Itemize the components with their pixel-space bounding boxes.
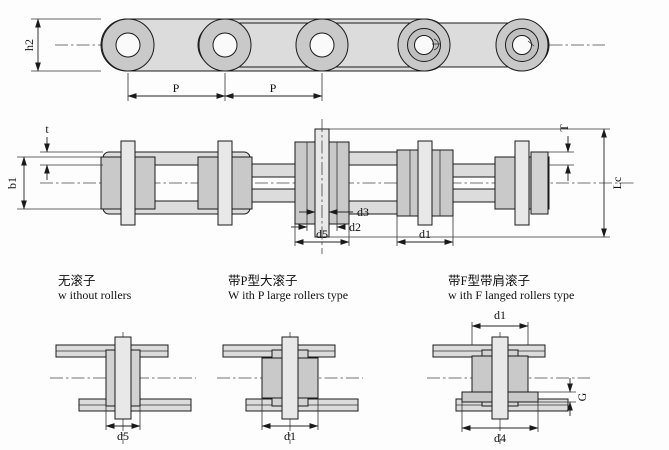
pin-hole — [414, 35, 434, 55]
dim-label-p-right: P — [270, 81, 277, 95]
variant1-title-en: w ithout rollers — [58, 288, 132, 302]
variant1-title-zh: 无滚子 — [58, 273, 96, 288]
dim-label-Lc: Lc — [610, 177, 624, 190]
dim-t: t — [40, 122, 103, 180]
dim-label-d5: d5 — [316, 227, 328, 241]
variant1-pin — [114, 336, 132, 420]
roller-1 — [101, 18, 155, 72]
dim-h2: h2 — [22, 18, 101, 72]
dim-label-d1: d1 — [419, 227, 431, 241]
variant3-dim-label-bottom: d4 — [494, 431, 506, 445]
dim-T: T — [548, 124, 574, 181]
roller-4-with-cotter-pin — [397, 18, 451, 72]
plate-end-bar — [530, 151, 549, 215]
dim-label-t: t — [45, 122, 49, 136]
dim-d3: d3 — [299, 205, 369, 219]
variant-without-rollers: 无滚子 w ithout rollers d5 — [50, 273, 196, 444]
variant2-dim-d1: d1 — [261, 398, 319, 443]
dim-label-d3: d3 — [357, 205, 369, 219]
dim-d2: d2 — [291, 220, 361, 234]
dim-label-h2: h2 — [22, 39, 36, 51]
pin-4 — [417, 140, 433, 226]
roller-hole — [115, 32, 141, 58]
dim-d5: d5 — [294, 224, 350, 246]
top-view: h2 P P — [22, 18, 605, 101]
roller-3 — [295, 18, 349, 72]
dim-pitch: P P — [127, 73, 323, 101]
dim-d1: d1 — [396, 216, 454, 246]
cotter-pin-icon — [433, 38, 439, 51]
pin-5 — [514, 140, 530, 226]
variant1-dim-d5: d5 — [105, 406, 141, 443]
dim-label-d2: d2 — [349, 220, 361, 234]
roller-hole — [212, 32, 238, 58]
variant2-dim-label: d1 — [284, 429, 296, 443]
variant3-dim-d1-top: d1 — [471, 308, 529, 356]
variant3-dim-G: G — [538, 378, 589, 416]
variant1-dim-label: d5 — [117, 429, 129, 443]
roller-2 — [198, 18, 252, 72]
variant-f-shouldered-roller: 带F型带肩滚子 w ith F langed rollers type d1 d… — [427, 273, 590, 445]
pin-end-mark — [527, 40, 535, 47]
variant3-title-en: w ith F langed rollers type — [448, 288, 574, 302]
variant2-title-en: W ith P large rollers type — [228, 288, 348, 302]
variant3-dim-label-top: d1 — [494, 308, 506, 322]
variant-p-large-roller: 带P型大滚子 W ith P large rollers type d1 — [217, 273, 363, 444]
roller-5-pin-end — [495, 18, 549, 72]
variant3-title-zh: 带F型带肩滚子 — [448, 273, 530, 288]
section-view: t b1 d3 d2 d5 — [5, 119, 634, 254]
variant2-pin — [281, 336, 299, 420]
variant3-dim-label-side: G — [575, 392, 589, 401]
inner-link-plate-band — [197, 22, 550, 68]
dim-b1: b1 — [5, 156, 101, 210]
variant3-pin — [491, 336, 509, 420]
pin-1 — [120, 140, 136, 226]
dim-label-T: T — [557, 124, 571, 132]
pin-2 — [217, 140, 233, 226]
variant3-dim-d4: d4 — [461, 402, 539, 445]
pin-hole — [512, 35, 532, 55]
roller-hole — [309, 32, 335, 58]
variant2-title-zh: 带P型大滚子 — [228, 273, 297, 288]
dim-label-p-left: P — [173, 81, 180, 95]
dim-label-b1: b1 — [5, 177, 19, 189]
dim-Lc: Lc — [329, 128, 624, 238]
